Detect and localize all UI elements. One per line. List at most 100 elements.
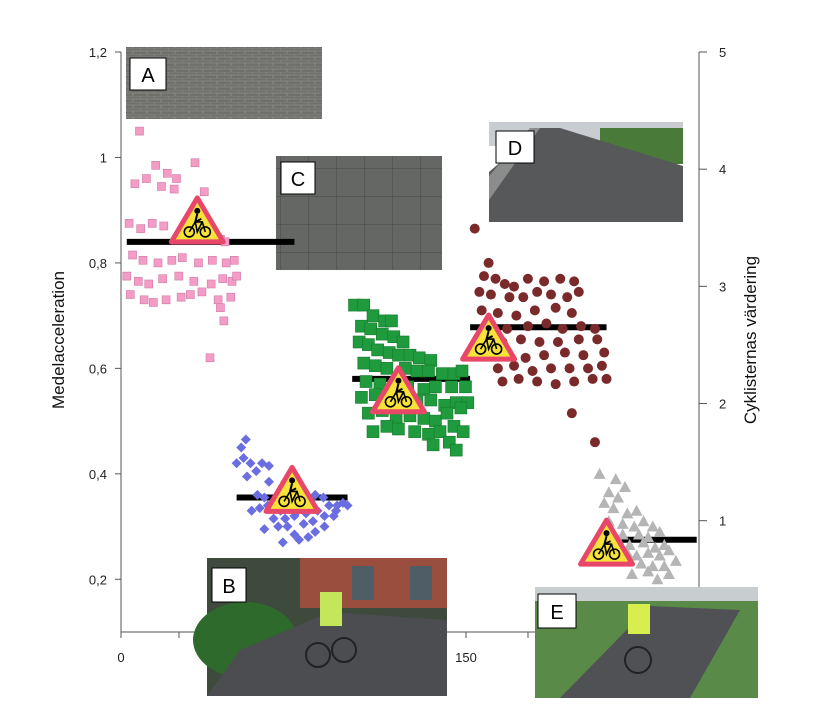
point-d-18 (476, 305, 487, 316)
point-a-46 (213, 295, 223, 305)
point-a-40 (139, 295, 149, 305)
point-a-7 (157, 182, 166, 191)
warning-sign-a (168, 195, 226, 245)
point-b-36 (298, 518, 309, 529)
point-e-12 (637, 515, 650, 527)
point-b-34 (280, 513, 291, 524)
photo-e-sky (535, 587, 758, 601)
y2-tick-label-2: 3 (719, 279, 726, 294)
bicycle-wheel-front-icon (199, 226, 212, 238)
point-d-43 (578, 350, 589, 361)
point-e-31 (635, 557, 648, 569)
point-d-57 (587, 373, 598, 384)
point-d-35 (552, 337, 563, 347)
point-a-39 (125, 290, 135, 299)
point-a-4 (190, 158, 200, 168)
point-d-41 (539, 350, 550, 361)
point-a-0 (135, 126, 144, 136)
point-b-37 (307, 516, 318, 527)
bicycle-frame-icon (283, 490, 301, 504)
point-d-26 (522, 321, 533, 332)
point-d-23 (566, 308, 577, 318)
point-e-20 (623, 539, 636, 550)
point-c-12 (371, 343, 384, 357)
point-d-27 (541, 318, 552, 329)
point-c-24 (436, 367, 449, 380)
point-a-25 (194, 258, 203, 268)
point-d-19 (492, 308, 503, 318)
rating-signs (168, 195, 636, 567)
point-d-53 (513, 373, 524, 384)
point-a-1 (151, 161, 160, 170)
photo-b-cyclist (320, 592, 342, 626)
point-d-21 (529, 305, 540, 316)
point-d-28 (557, 323, 568, 334)
bicycle-wheel-rear-icon (278, 495, 290, 508)
point-b-46 (277, 537, 288, 548)
point-c-31 (417, 383, 431, 396)
point-e-32 (646, 560, 659, 572)
point-d-42 (559, 347, 570, 358)
cyclist-body-icon (288, 483, 297, 494)
point-e-8 (630, 504, 643, 516)
bicycle-frame-icon (479, 338, 498, 352)
y2-tick-label-1: 2 (719, 397, 726, 412)
photo-a-label-box (129, 57, 167, 91)
y-axis-title: Medelacceleration (49, 271, 68, 409)
point-a-28 (229, 255, 239, 265)
point-a-5 (130, 179, 140, 189)
point-b-4 (245, 458, 256, 469)
point-d-56 (569, 376, 580, 387)
point-c-23 (422, 364, 435, 378)
point-c-62 (449, 443, 463, 457)
point-c-51 (454, 401, 468, 415)
point-b-20 (246, 505, 257, 516)
point-c-6 (364, 322, 377, 336)
point-c-2 (366, 309, 380, 322)
point-c-55 (408, 425, 421, 438)
point-d-46 (509, 360, 520, 371)
point-d-37 (592, 334, 603, 345)
bicycle-wheel-front-icon (490, 343, 503, 355)
point-e-2 (619, 481, 632, 492)
point-d-4 (499, 279, 510, 289)
point-a-49 (219, 316, 229, 326)
point-e-10 (616, 517, 629, 529)
point-d-25 (502, 323, 513, 334)
point-c-22 (410, 364, 424, 378)
point-a-34 (189, 277, 199, 286)
point-d-11 (485, 289, 496, 300)
point-d-3 (490, 273, 501, 284)
point-e-38 (662, 568, 675, 579)
point-a-30 (134, 277, 143, 286)
cyclist-head-icon (289, 477, 296, 484)
point-a-37 (227, 277, 237, 286)
point-d-14 (532, 286, 543, 297)
warning-sign-c (369, 365, 427, 415)
bicycle-frame-icon (389, 390, 408, 405)
point-a-6 (142, 174, 151, 183)
point-c-53 (380, 420, 394, 433)
point-b-48 (303, 532, 314, 543)
photo-e-cyclist (628, 604, 650, 634)
point-d-48 (546, 363, 557, 374)
photo-a-label: A (141, 65, 155, 87)
photo-e-label-box (537, 593, 577, 629)
photo-e-wheel (624, 646, 652, 674)
point-d-60 (589, 437, 600, 448)
point-c-49 (429, 414, 442, 428)
point-a-13 (159, 221, 169, 231)
point-a-48 (216, 303, 225, 313)
warning-sign-d (460, 312, 518, 362)
point-a-27 (221, 258, 231, 268)
point-a-35 (206, 279, 216, 289)
point-d-59 (566, 408, 577, 419)
photo-c-label-box (280, 161, 316, 195)
y-tick-label-3: 0,8 (89, 256, 107, 271)
point-d-10 (474, 286, 485, 297)
warning-sign-b (263, 464, 321, 514)
point-b-6 (263, 460, 274, 471)
point-b-33 (268, 513, 279, 524)
bicycle-wheel-rear-icon (592, 548, 605, 560)
